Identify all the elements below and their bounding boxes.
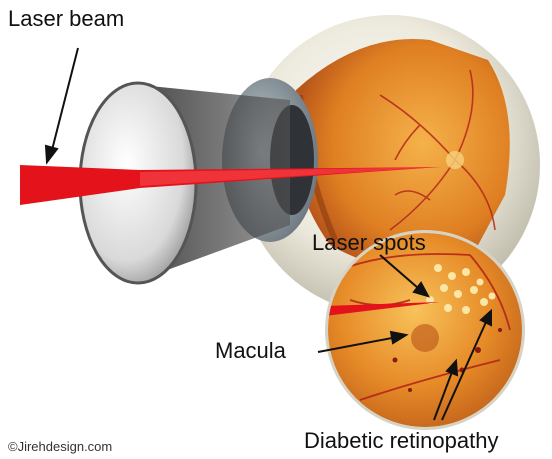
macula-spot (411, 324, 439, 352)
label-diabetic-retinopathy: Diabetic retinopathy (304, 430, 498, 452)
optic-disc (446, 151, 464, 169)
label-macula: Macula (215, 340, 286, 362)
label-laser-spots: Laser spots (312, 232, 426, 254)
copyright-text: ©Jirehdesign.com (8, 440, 112, 453)
label-laser-beam: Laser beam (8, 8, 124, 30)
